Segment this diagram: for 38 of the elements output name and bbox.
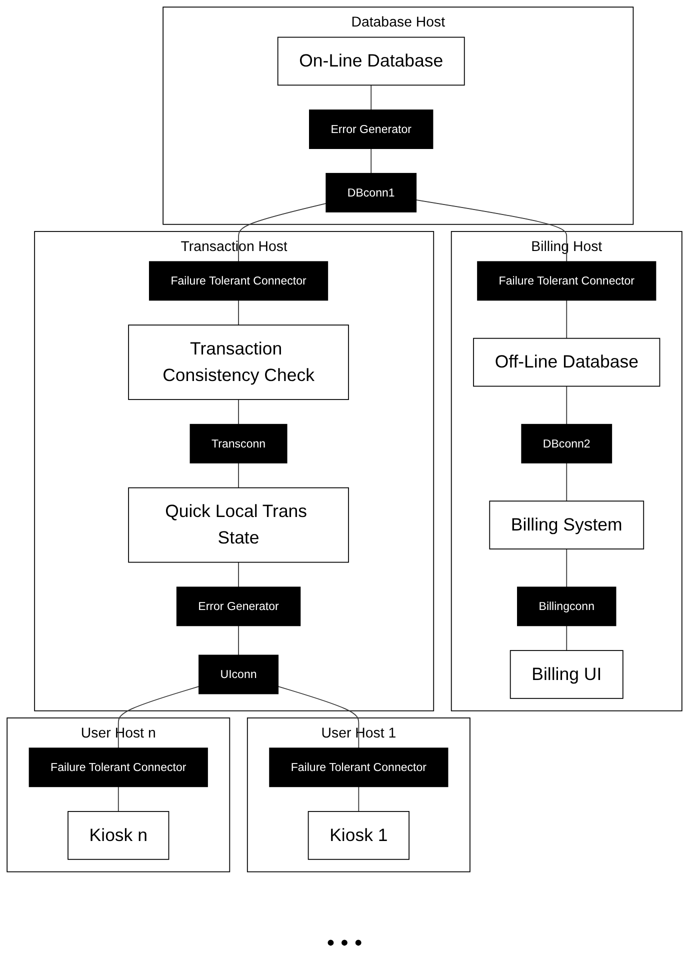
node-box: Kiosk n [68,811,170,860]
connector [370,84,372,110]
node-box: Failure Tolerant Connector [28,748,208,788]
node-box: Transconn [190,424,288,464]
node-box: UIconn [198,654,279,694]
node-box: Billing UI [510,650,624,699]
connector [358,786,360,812]
connector [118,686,200,749]
connector [238,462,239,488]
node-box: DBconn1 [326,172,417,212]
connector [238,399,239,425]
connector [278,686,360,749]
node-box: Failure Tolerant Connector [269,748,448,788]
connector [238,625,239,656]
connector [566,548,568,588]
connector [238,203,327,262]
node-box: Failure Tolerant Connector [477,261,656,301]
connector [238,562,239,588]
node-box: On-Line Database [277,36,465,86]
connector [118,786,119,812]
node-box: Error Generator [176,586,301,626]
connector [370,148,372,174]
node-box: Kiosk 1 [308,811,410,860]
node-box: Failure Tolerant Connector [148,261,328,301]
node-box: Error Generator [309,110,434,149]
node-box: Quick Local Trans State [128,487,349,563]
node-box: Billingconn [517,586,616,626]
node-box: Transaction Consistency Check [128,324,349,400]
connector [566,386,568,425]
connector [566,300,568,339]
connector [416,200,568,262]
ellipsis-mark: • • • [326,930,364,956]
node-box: Off-Line Database [473,338,660,387]
node-box: DBconn2 [521,424,612,464]
connector [566,625,568,651]
connector [238,300,239,326]
connector [566,462,568,502]
node-box: Billing System [489,500,644,550]
